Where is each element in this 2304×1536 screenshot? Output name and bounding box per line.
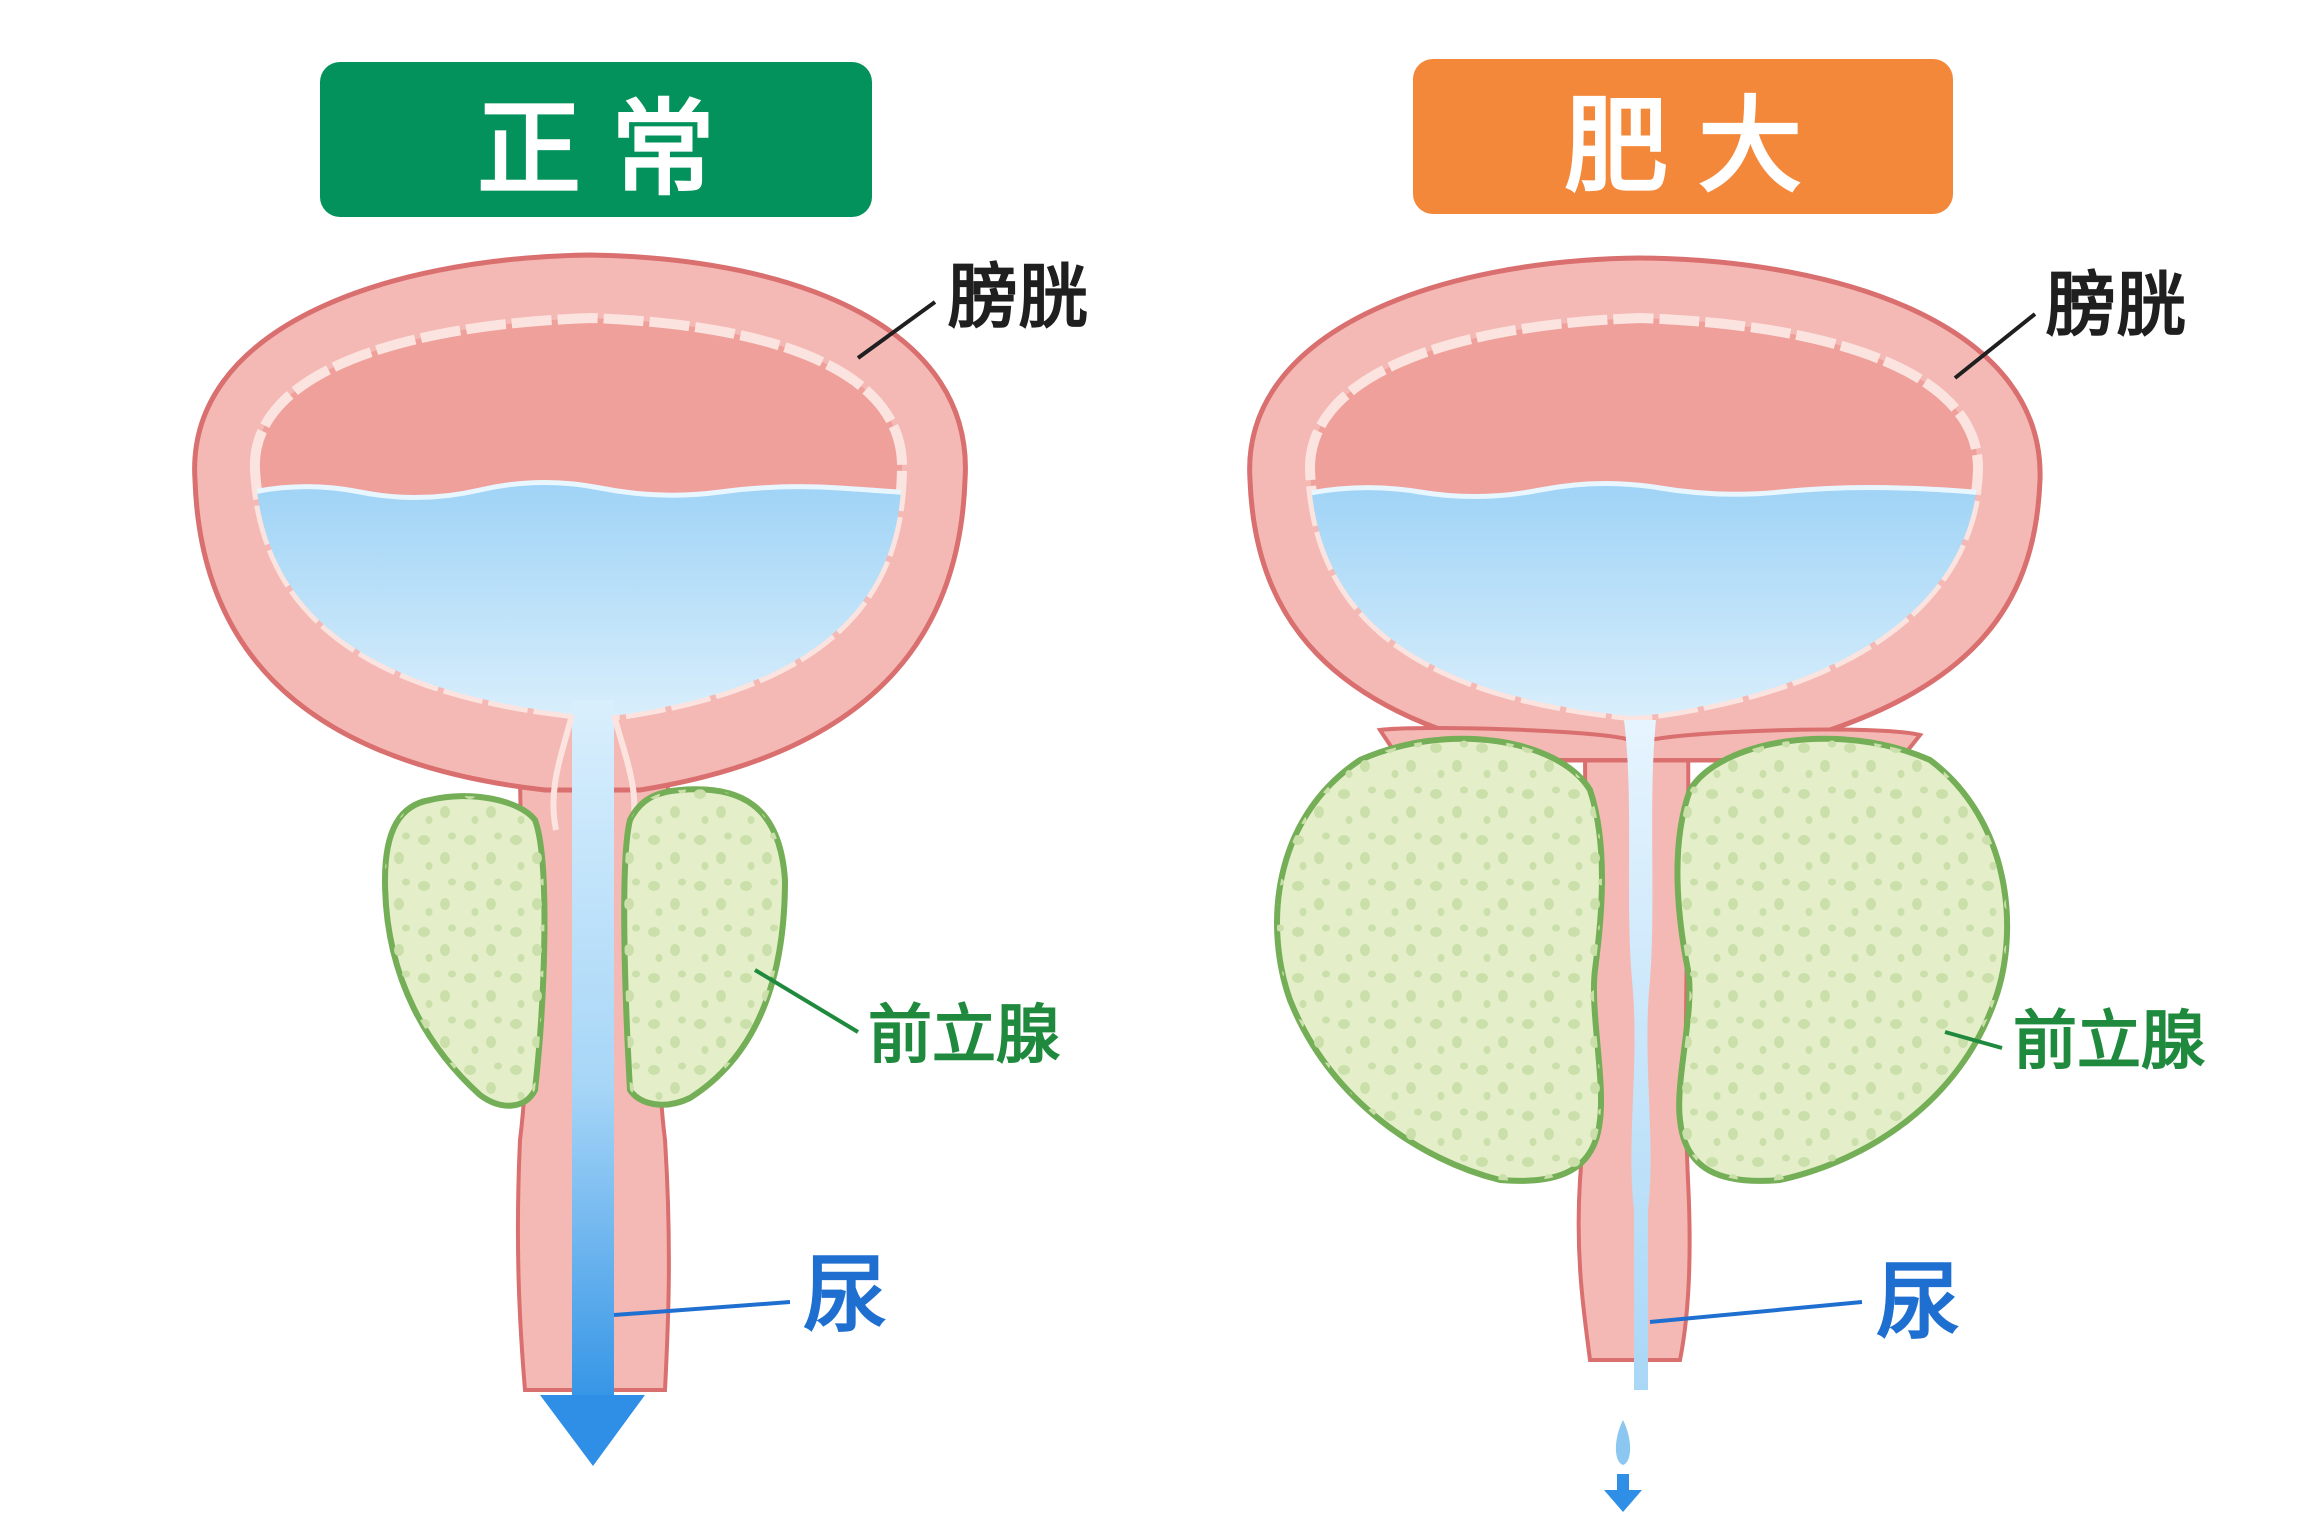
leader-prostate-1: [753, 968, 860, 1034]
down-arrow-icon-small: [1604, 1474, 1642, 1512]
leader-bladder-1: [856, 300, 937, 360]
prostate-lobe-left-dots: [385, 796, 545, 1106]
bladder-label-normal: 膀胱: [948, 256, 1088, 338]
prostate-lobe-right-dots: [624, 789, 785, 1105]
leader-bladder-2: [1953, 312, 2037, 380]
prostate-label-normal: 前立腺: [868, 999, 1060, 1073]
enlarged-title-banner: 肥大: [1413, 59, 1953, 214]
bladder-label-enlarged: 膀胱: [2046, 264, 2186, 346]
down-arrow-icon: [540, 1395, 645, 1466]
enlarged-panel: [1247, 255, 2043, 1512]
normal-panel: [192, 252, 968, 1466]
prostate-lobe-right-enlarged-dots: [1677, 738, 2008, 1181]
leader-urine-2: [1649, 1300, 1863, 1324]
urine-label-enlarged: 尿: [1876, 1253, 1961, 1351]
normal-title-banner: 正常: [320, 62, 872, 217]
prostate-lobe-left-enlarged-dots: [1277, 738, 1602, 1181]
leader-urine-1: [613, 1300, 791, 1317]
urine-label-normal: 尿: [803, 1246, 888, 1344]
urine-stream: [572, 700, 614, 1400]
leader-prostate-2: [1944, 1030, 2003, 1050]
urethra-inner-left: [550, 714, 575, 831]
prostate-label-enlarged: 前立腺: [2013, 1005, 2205, 1079]
urine-trickle: [1624, 720, 1656, 1390]
urine-drop-icon: [1615, 1420, 1631, 1465]
